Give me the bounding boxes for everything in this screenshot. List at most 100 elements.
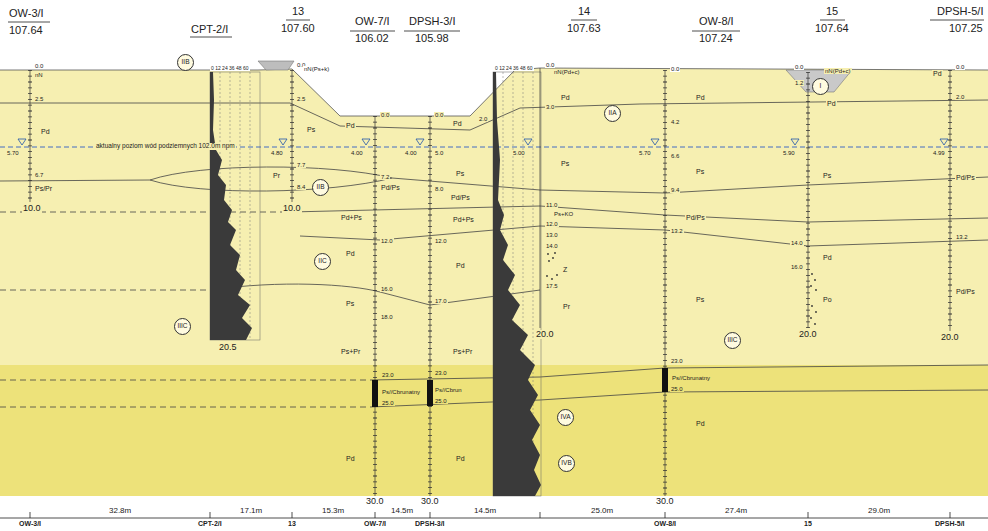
- cpt-frame: [493, 72, 541, 496]
- log-label: 4.80: [270, 150, 284, 156]
- layer-code: IIB: [317, 184, 325, 191]
- borehole-name: 15: [803, 520, 813, 527]
- log-label: 25.0: [670, 386, 684, 392]
- layer-code: IVB: [561, 460, 571, 467]
- log-label: Pd/Ps: [685, 214, 706, 221]
- log-label: Pd: [455, 455, 466, 462]
- log-label: 30.0: [420, 497, 440, 506]
- log-label: 5.0: [434, 150, 444, 156]
- log-label: 0 12 24 36 48 60: [210, 66, 250, 71]
- cpt-graph: [210, 72, 260, 340]
- log-label: 16.0: [790, 264, 804, 270]
- log-label: 13.2: [670, 228, 684, 234]
- log-label: 20.0: [798, 330, 818, 339]
- well-screens: [372, 368, 668, 407]
- log-label: 16.0: [380, 286, 394, 292]
- log-label: 8.0: [434, 186, 444, 192]
- distance-label: 25.0m: [590, 507, 614, 515]
- log-label: Pd: [345, 455, 356, 462]
- log-label: 2.5: [296, 96, 306, 102]
- distance-label: 32.8m: [108, 507, 132, 515]
- log-label: 6.7: [34, 172, 44, 178]
- borehole-header: OW-8/I: [698, 16, 735, 27]
- water-symbol: [18, 139, 26, 145]
- layer-line: [370, 365, 988, 380]
- log-label: 30.0: [655, 497, 675, 506]
- layer-marker: IIA: [604, 105, 621, 122]
- layer-code: IIB: [182, 59, 190, 66]
- water-symbol: [362, 139, 370, 145]
- borehole-name: OW-7/I: [363, 520, 387, 527]
- borehole-header: 107.24: [698, 33, 734, 44]
- log-label: 2.0: [478, 116, 488, 122]
- borehole-header: 105.98: [414, 33, 450, 44]
- log-label: Pd: [695, 94, 706, 101]
- log-label: 18.0: [380, 314, 394, 320]
- log-label: 13.2: [955, 234, 969, 240]
- log-label: 8.4: [296, 184, 306, 190]
- log-label: 4.2: [670, 119, 680, 125]
- log-label: Pd+Ps: [340, 214, 363, 221]
- water-symbol: [279, 139, 287, 145]
- log-label: Ps: [695, 168, 705, 175]
- distance-label: 29.0m: [867, 507, 891, 515]
- log-label: 23.0: [434, 370, 448, 376]
- borehole-name: CPT-2/I: [197, 520, 223, 527]
- layer-line: [392, 177, 988, 193]
- log-label: 5.90: [782, 150, 796, 156]
- log-label: 14.0: [790, 240, 804, 246]
- borehole-header: 14: [577, 6, 591, 17]
- fill-wedge: [258, 61, 294, 70]
- log-label: 5.00: [512, 150, 526, 156]
- borehole-header: 13: [291, 6, 305, 17]
- log-label: Pd+Ps: [452, 216, 475, 223]
- log-label: nN(Pd+c): [553, 69, 581, 75]
- layer-line: [290, 206, 988, 222]
- layer-line: [0, 290, 210, 291]
- layer-code: IIIC: [177, 323, 187, 330]
- layer-marker: IIB: [177, 54, 194, 71]
- log-label: 0 12 24 36 48 60: [494, 66, 534, 71]
- cpt-profile: [210, 72, 252, 340]
- log-label: Ps+KO: [553, 211, 574, 217]
- log-label: 1.2: [794, 80, 804, 86]
- layer-line: [0, 407, 370, 408]
- lens-outline: [150, 167, 392, 191]
- log-label: Pd: [822, 254, 833, 261]
- layer-line: [0, 180, 150, 181]
- log-label: Ps: [560, 160, 570, 167]
- gravel-dots: [546, 252, 817, 325]
- log-label: 12.0: [434, 238, 448, 244]
- log-label: Pr: [562, 303, 571, 310]
- water-symbol: [791, 139, 799, 145]
- log-label: 25.0: [434, 398, 448, 404]
- log-label: Ps//Cbrunatny: [381, 389, 421, 395]
- log-label: Pd/Ps: [955, 174, 976, 181]
- log-label: Ps+Pr: [452, 348, 473, 355]
- distance-label: 14.5m: [390, 507, 414, 515]
- log-label: 10.0: [282, 204, 302, 213]
- borehole-name: DPSH-5/I: [934, 520, 966, 527]
- log-label: 7.7: [296, 162, 306, 168]
- borehole-name: OW-3/I: [18, 520, 42, 527]
- log-label: 3.0: [545, 104, 555, 110]
- layer-marker: I: [812, 78, 829, 95]
- borehole-header: OW-3/I: [8, 8, 45, 19]
- log-label: 25.0: [381, 400, 395, 406]
- log-label: 2.0: [955, 94, 965, 100]
- layer-line: [300, 226, 988, 246]
- log-label: Pd: [560, 94, 571, 101]
- cpt-frame: [210, 72, 260, 340]
- log-label: 17.5: [545, 283, 559, 289]
- log-label: 0.0: [955, 64, 965, 70]
- borehole-header: 107.64: [814, 23, 850, 34]
- log-label: Pd: [40, 128, 51, 135]
- log-label: Pd: [452, 120, 463, 127]
- log-label: 0.0: [34, 63, 44, 69]
- log-label: 5.70: [638, 150, 652, 156]
- cpt-profile: [493, 72, 541, 496]
- log-label: 17.0: [434, 298, 448, 304]
- log-label: Po: [822, 296, 833, 303]
- log-label: 4.00: [350, 150, 364, 156]
